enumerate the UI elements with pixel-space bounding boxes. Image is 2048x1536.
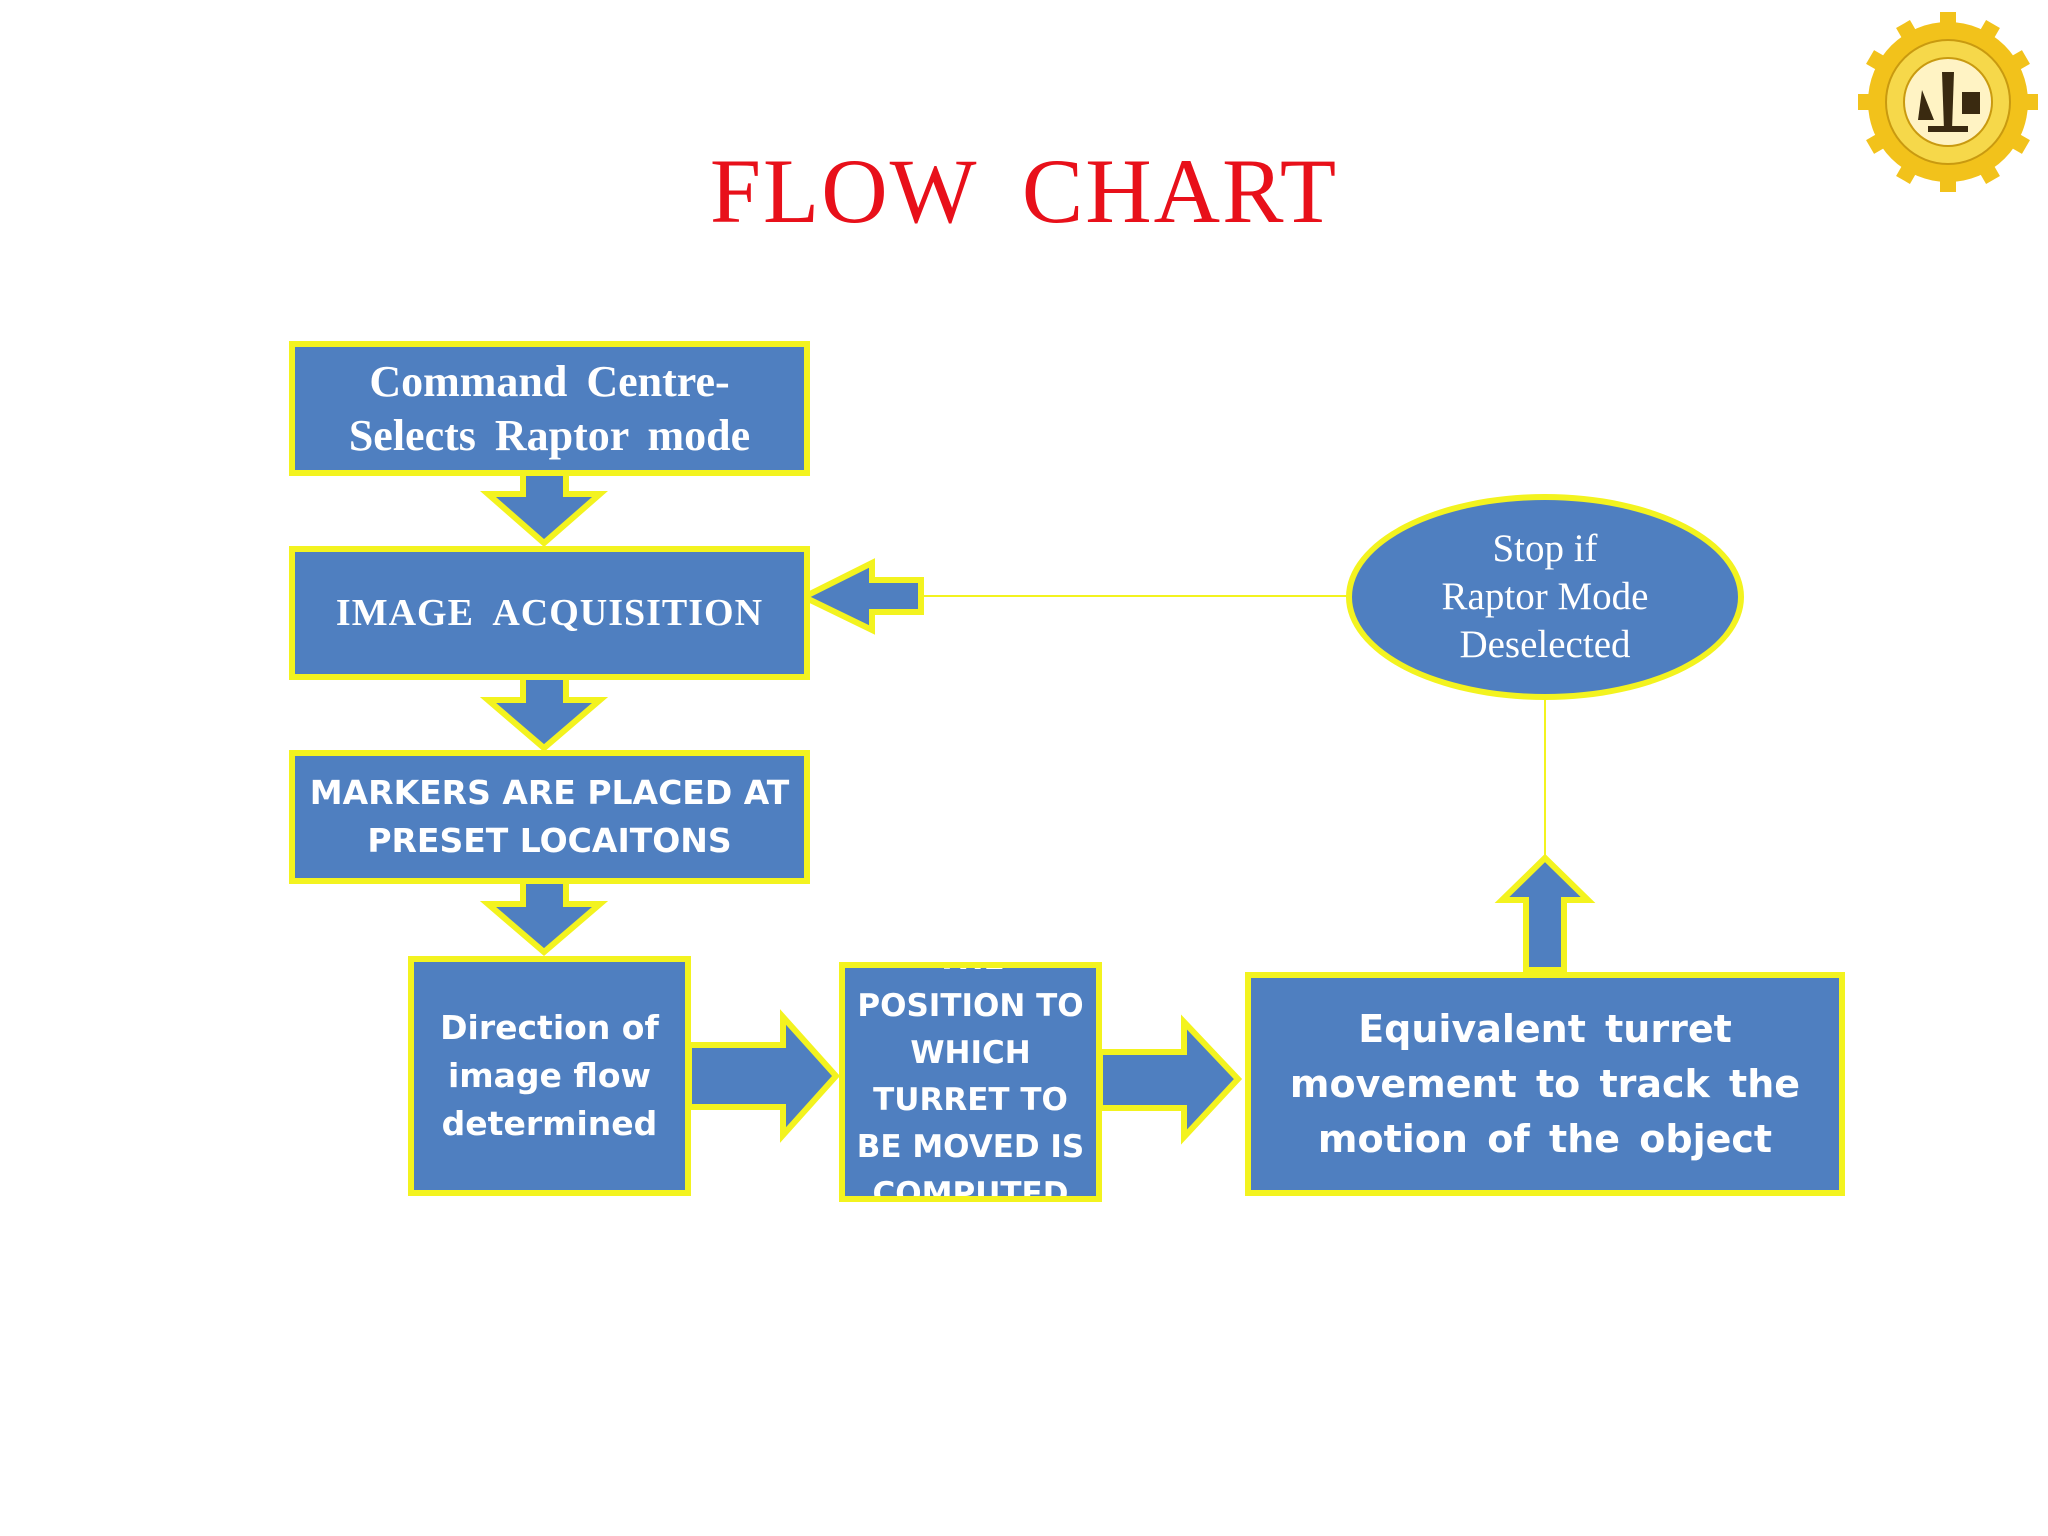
arrow-direction-to-position (686, 1009, 841, 1143)
feedback-connector-vertical (1544, 700, 1546, 860)
node-command-centre: Command Centre- Selects Raptor mode (289, 341, 810, 476)
node-position-label: THE POSITION TO WHICH TURRET TO BE MOVED… (856, 968, 1085, 1202)
arrow-command-to-acquisition (480, 469, 608, 547)
node-equivalent-turret-label: Equivalent turret movement to track the … (1289, 1006, 1801, 1161)
node-command-centre-label: Command Centre- Selects Raptor mode (348, 356, 751, 460)
node-stop-condition: Stop if Raptor Mode Deselected (1346, 494, 1744, 700)
node-markers-label: MARKERS ARE PLACED AT PRESET LOCAITONS (309, 773, 790, 860)
arrow-position-to-equivalent (1097, 1014, 1243, 1145)
arrow-equivalent-to-stop (1494, 853, 1596, 973)
institute-logo (1858, 12, 2038, 192)
arrow-acquisition-to-markers (479, 673, 609, 752)
node-markers: MARKERS ARE PLACED AT PRESET LOCAITONS (289, 750, 810, 884)
node-direction: Direction of image flow determined (408, 956, 691, 1196)
arrow-feedback-to-acquisition (797, 558, 924, 635)
node-image-acquisition-label: IMAGE ACQUISITION (335, 592, 764, 634)
page-title: FLOW CHART (709, 140, 1339, 242)
node-stop-condition-label: Stop if Raptor Mode Deselected (1441, 527, 1649, 666)
node-equivalent-turret: Equivalent turret movement to track the … (1245, 972, 1845, 1196)
arrow-markers-to-direction (479, 877, 609, 956)
node-position: THE POSITION TO WHICH TURRET TO BE MOVED… (839, 962, 1102, 1202)
node-image-acquisition: IMAGE ACQUISITION (289, 546, 810, 680)
node-direction-label: Direction of image flow determined (440, 1008, 659, 1143)
feedback-connector-horizontal (920, 595, 1350, 597)
